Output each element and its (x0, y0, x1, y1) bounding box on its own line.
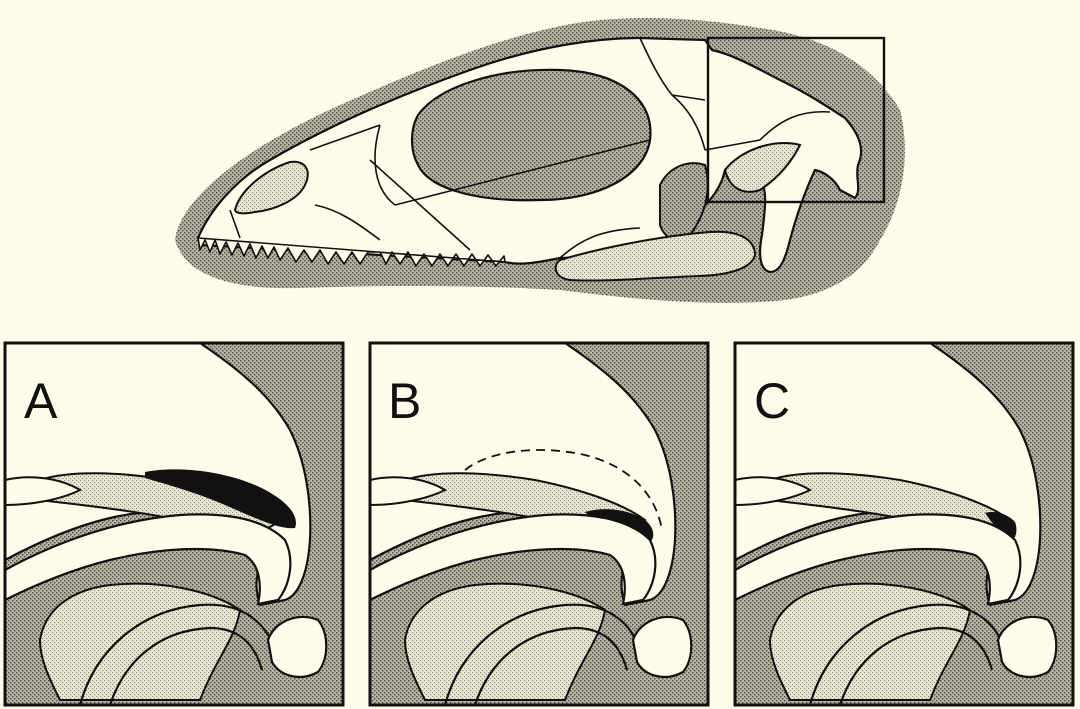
panel-c-condyle (998, 617, 1056, 677)
panel-a-condyle (268, 617, 326, 677)
panel-b-label: B (388, 373, 421, 429)
panel-c-label: C (754, 373, 790, 429)
panel-a: A (5, 343, 343, 705)
panel-b-condyle (633, 617, 691, 677)
panel-a-label: A (24, 373, 58, 429)
panel-b: B (370, 343, 708, 705)
skull-overview (175, 18, 905, 303)
panel-c: C (735, 343, 1073, 705)
